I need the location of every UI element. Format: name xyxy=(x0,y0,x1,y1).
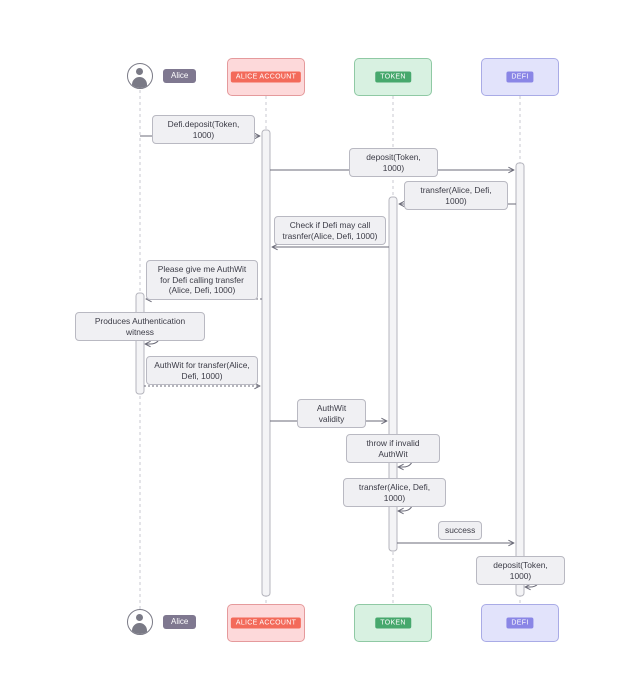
alice-avatar-icon xyxy=(127,63,153,89)
token-label: TOKEN xyxy=(375,71,411,83)
message-label: Check if Defi may call trasnfer(Alice, D… xyxy=(274,216,386,245)
defi-box-bottom: DEFI xyxy=(481,604,559,642)
activation-alice-account xyxy=(261,129,271,597)
alice-name-tag-bottom: Alice xyxy=(163,615,197,629)
activation-alice xyxy=(135,292,145,395)
message-label: Produces Authentication witness xyxy=(75,312,205,341)
message-label: AuthWit validity xyxy=(297,399,366,428)
alice-avatar-icon xyxy=(127,609,153,635)
defi-box: DEFI xyxy=(481,58,559,96)
message-label: throw if invalid AuthWit xyxy=(346,434,440,463)
token-label-bottom: TOKEN xyxy=(375,617,411,629)
alice-account-box: ALICE ACCOUNT xyxy=(227,58,305,96)
token-box-bottom: TOKEN xyxy=(354,604,432,642)
activation-defi xyxy=(515,162,525,597)
message-label: Please give me AuthWit for Defi calling … xyxy=(146,260,258,300)
defi-label-bottom: DEFI xyxy=(506,617,534,629)
alice-account-label-bottom: ALICE ACCOUNT xyxy=(230,617,302,629)
defi-label: DEFI xyxy=(506,71,534,83)
message-label: transfer(Alice, Defi, 1000) xyxy=(343,478,446,507)
message-label: transfer(Alice, Defi, 1000) xyxy=(404,181,508,210)
alice-account-box-bottom: ALICE ACCOUNT xyxy=(227,604,305,642)
message-label: deposit(Token, 1000) xyxy=(476,556,565,585)
alice-account-label: ALICE ACCOUNT xyxy=(230,71,302,83)
message-label: Defi.deposit(Token, 1000) xyxy=(152,115,255,144)
message-label: AuthWit for transfer(Alice, Defi, 1000) xyxy=(146,356,258,385)
alice-name-tag: Alice xyxy=(163,69,197,83)
message-label: deposit(Token, 1000) xyxy=(349,148,438,177)
message-label: success xyxy=(438,521,482,540)
token-box: TOKEN xyxy=(354,58,432,96)
